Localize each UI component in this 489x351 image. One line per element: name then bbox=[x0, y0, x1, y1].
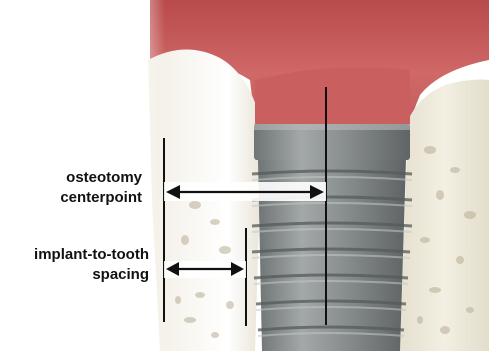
osteotomy-label: osteotomy centerpoint bbox=[60, 168, 142, 208]
spacing-label: implant-to-tooth spacing bbox=[34, 245, 149, 285]
osteotomy-label-line1: osteotomy bbox=[60, 168, 142, 188]
spacing-label-line1: implant-to-tooth bbox=[34, 245, 149, 265]
dental-implant bbox=[252, 124, 412, 351]
gum-collar bbox=[255, 67, 410, 125]
osteotomy-label-line2: centerpoint bbox=[60, 188, 142, 208]
spacing-label-line2: spacing bbox=[34, 265, 149, 285]
